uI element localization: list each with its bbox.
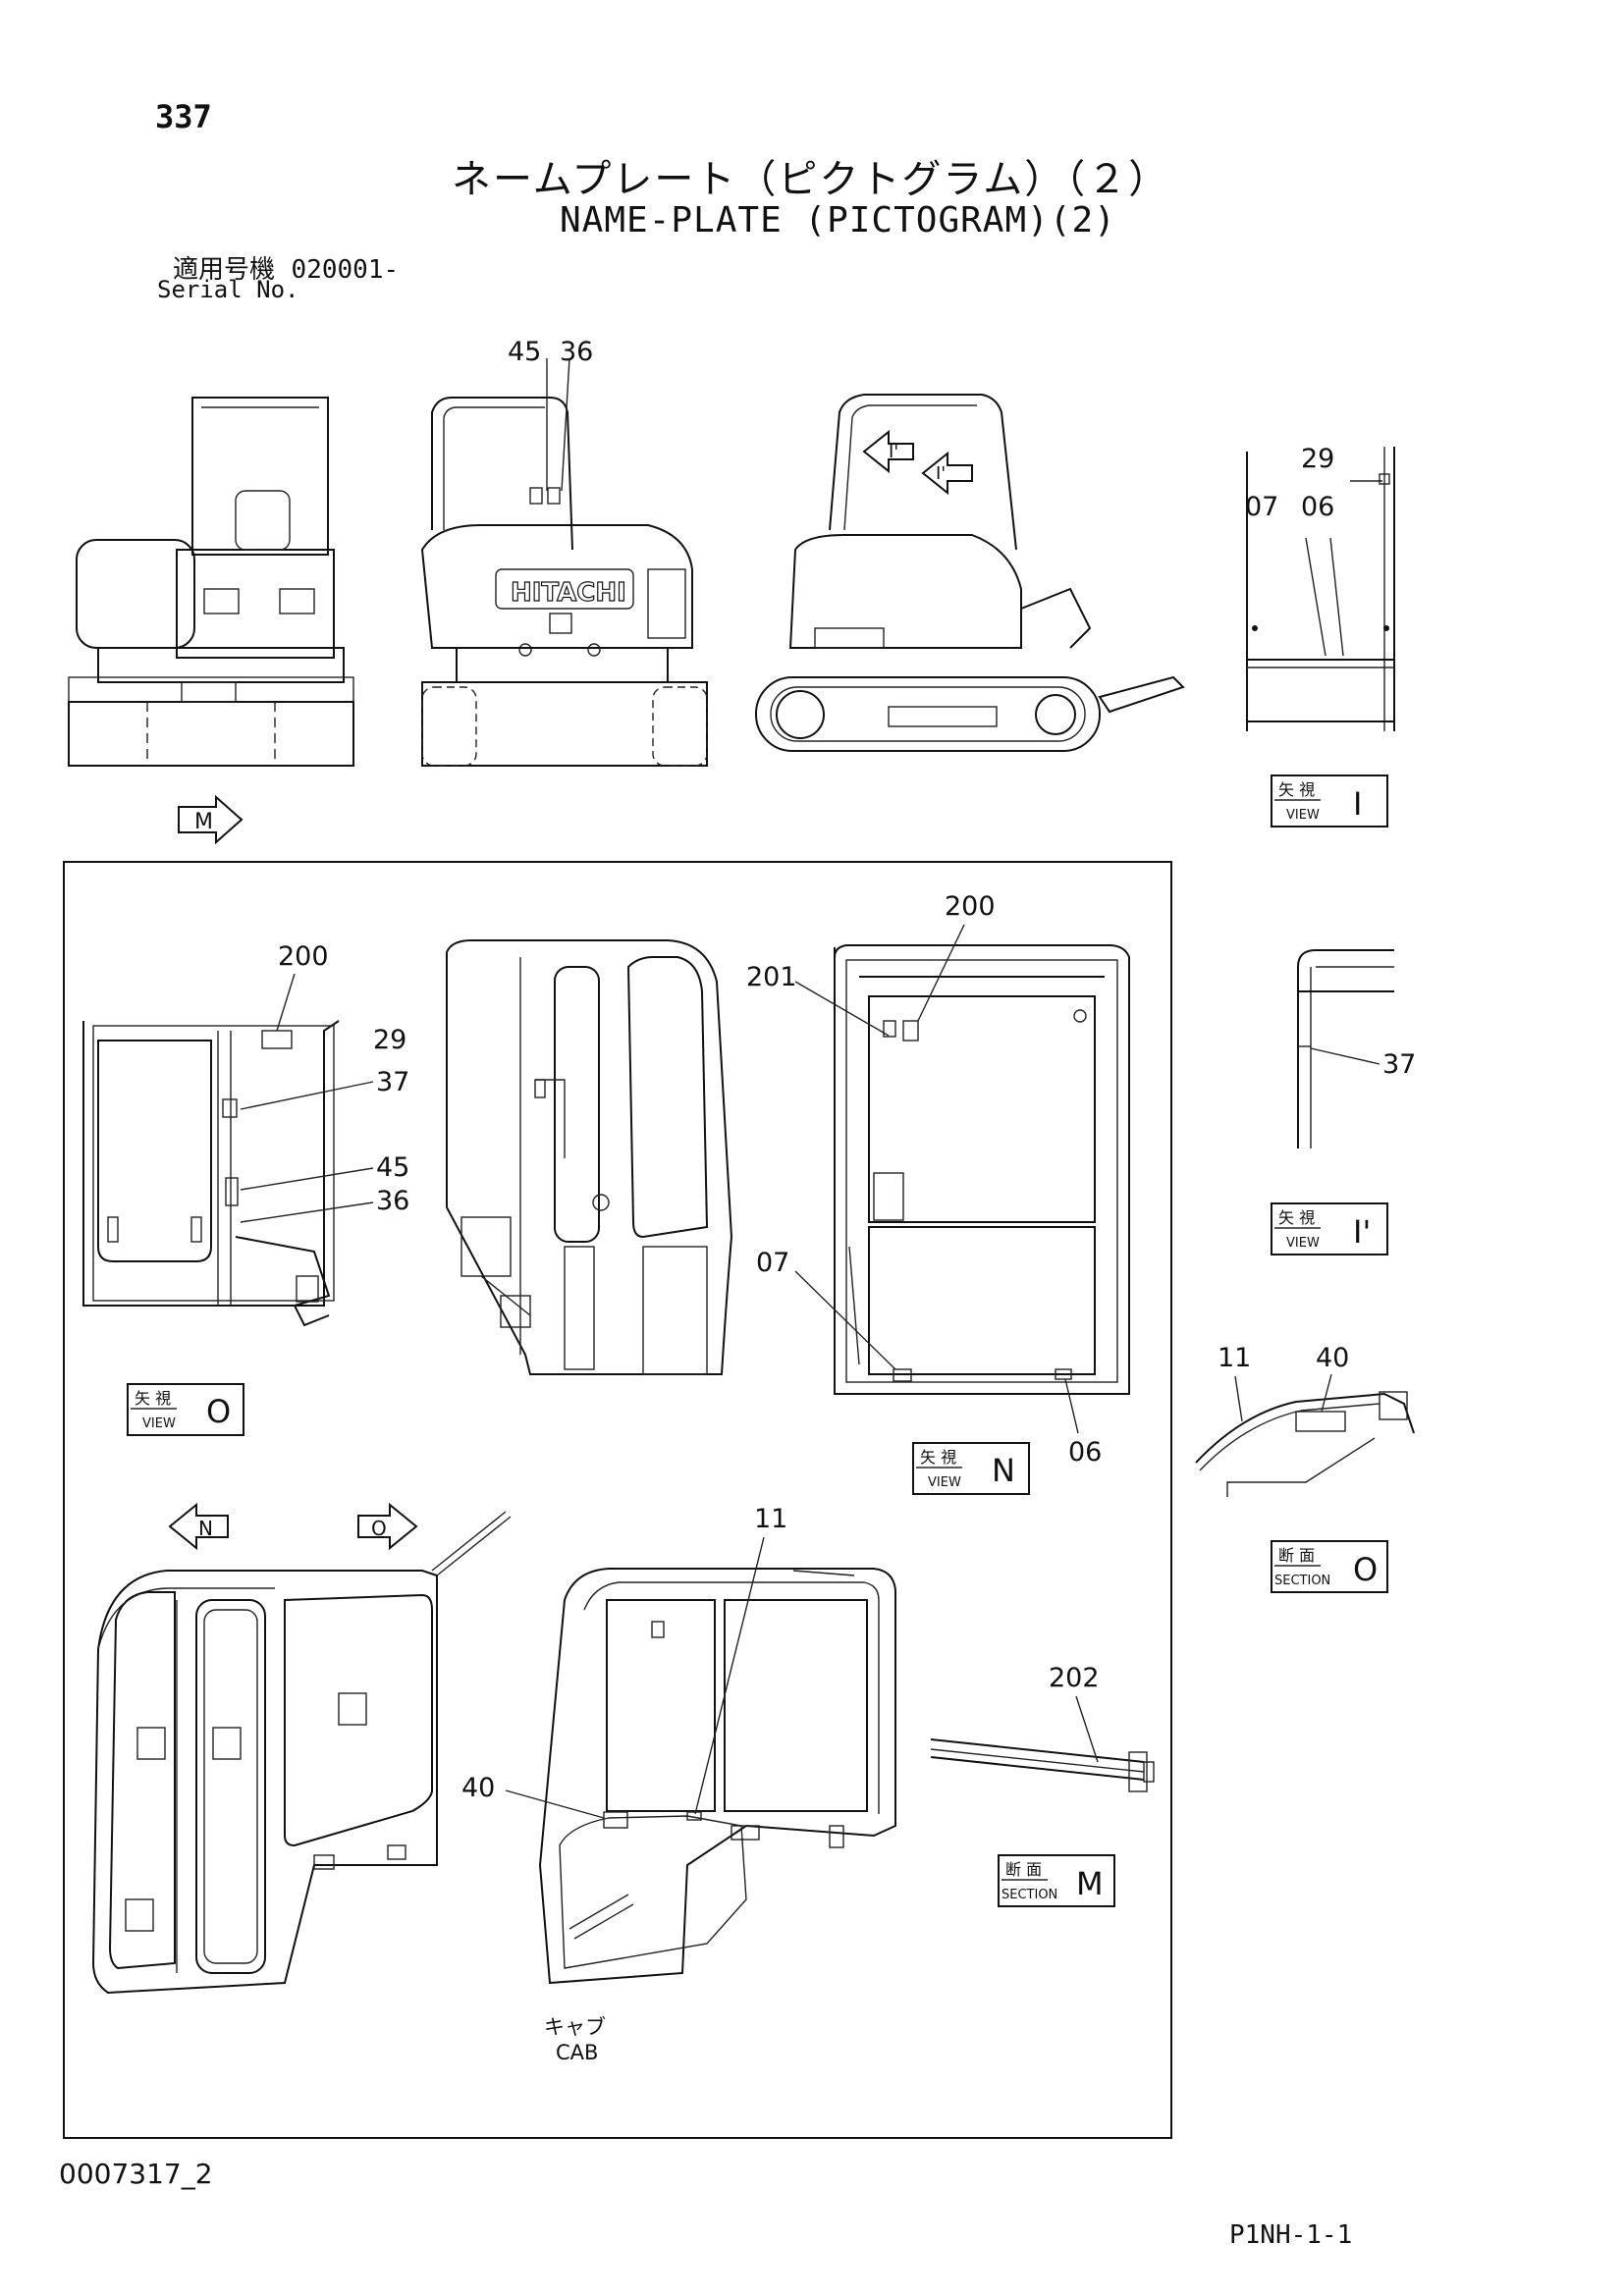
svg-text:矢 視: 矢 視	[135, 1389, 171, 1408]
svg-text:矢 視: 矢 視	[1278, 1208, 1315, 1227]
svg-text:SECTION: SECTION	[1001, 1888, 1057, 1902]
callout-37-view-o: 37	[376, 1067, 409, 1097]
serial-value: 020001-	[291, 255, 400, 285]
svg-text:VIEW: VIEW	[928, 1475, 961, 1490]
svg-text:断 面: 断 面	[1278, 1546, 1315, 1565]
svg-text:M: M	[194, 810, 213, 834]
view-box-o: 矢 視 VIEW O	[127, 1383, 244, 1436]
drawing-code: 0007317_2	[59, 2158, 213, 2190]
title-japanese: ネームプレート（ピクトグラム）（２）	[452, 157, 1170, 202]
cab-caption-ja: キャブ	[544, 2015, 606, 2039]
svg-text:O: O	[1353, 1551, 1378, 1588]
section-box-m: 断 面 SECTION M	[998, 1854, 1115, 1907]
callout-07-view-n: 07	[756, 1248, 789, 1278]
cab-interior-door	[538, 1568, 896, 1985]
cab-caption-en: CAB	[556, 2041, 598, 2064]
callout-07-view-i: 07	[1245, 492, 1278, 522]
callout-40-section-o: 40	[1316, 1343, 1349, 1373]
callout-36-view-o: 36	[376, 1186, 409, 1216]
serial-label-en: Serial No.	[157, 276, 299, 303]
view-o-drawing	[82, 1020, 340, 1327]
svg-text:矢 視: 矢 視	[1278, 780, 1315, 799]
callout-29-view-o: 29	[373, 1025, 406, 1055]
svg-text:VIEW: VIEW	[142, 1416, 176, 1431]
reference-code: P1NH-1-1	[1229, 2220, 1353, 2250]
view-arrow-i-prime-left: I'	[862, 429, 914, 474]
svg-text:O: O	[371, 1517, 387, 1540]
brand-logo-text: HITACHI	[511, 578, 626, 608]
section-box-o: 断 面 SECTION O	[1271, 1540, 1388, 1593]
svg-text:VIEW: VIEW	[1286, 808, 1320, 823]
view-arrow-i-prime-right: I'	[921, 451, 973, 496]
callout-201-view-n: 201	[746, 962, 797, 992]
svg-text:断 面: 断 面	[1005, 1860, 1042, 1879]
svg-text:SECTION: SECTION	[1274, 1574, 1330, 1588]
svg-text:N: N	[198, 1517, 213, 1540]
cab-side-exterior	[446, 939, 733, 1375]
svg-text:矢 視: 矢 視	[920, 1448, 956, 1467]
section-o-detail	[1195, 1391, 1415, 1497]
svg-text:I: I	[1353, 785, 1362, 823]
callout-06-view-i: 06	[1301, 492, 1334, 522]
view-arrow-m: M	[178, 794, 244, 845]
cab-detail-frame	[63, 861, 1172, 2139]
callout-45-view-o: 45	[376, 1152, 409, 1183]
machine-front-view	[68, 397, 354, 767]
machine-rear-view: HITACHI	[420, 357, 708, 767]
svg-text:M: M	[1076, 1865, 1104, 1902]
view-arrow-n: N	[168, 1502, 229, 1551]
svg-text:VIEW: VIEW	[1286, 1236, 1320, 1251]
callout-36-top: 36	[560, 337, 593, 367]
svg-text:I': I'	[1353, 1213, 1371, 1251]
callout-11-cab: 11	[754, 1504, 787, 1534]
serial-line: 適用号機 020001-	[173, 249, 399, 286]
view-box-i: 矢 視 VIEW I	[1271, 774, 1388, 828]
callout-200-view-o: 200	[278, 941, 329, 972]
cab-exterior-left	[91, 1511, 512, 1995]
callout-29-view-i: 29	[1301, 444, 1334, 474]
page-number: 337	[155, 98, 212, 135]
callout-202-section-m: 202	[1049, 1663, 1100, 1693]
svg-text:I': I'	[936, 463, 946, 484]
view-box-i-prime: 矢 視 VIEW I'	[1271, 1202, 1388, 1255]
svg-text:I': I'	[889, 442, 898, 462]
callout-37-view-i-prime: 37	[1382, 1049, 1416, 1080]
view-box-n: 矢 視 VIEW N	[912, 1442, 1030, 1495]
svg-text:O: O	[206, 1393, 231, 1430]
title-english: NAME-PLATE (PICTOGRAM)(2)	[560, 200, 1116, 240]
serial-label-ja: 適用号機	[173, 255, 276, 285]
view-i-prime-detail	[1297, 949, 1394, 1148]
callout-45-top: 45	[508, 337, 541, 367]
section-m-detail	[930, 1738, 1155, 1792]
view-i-detail	[1246, 447, 1395, 731]
svg-text:N: N	[992, 1452, 1015, 1489]
view-n-drawing	[834, 944, 1130, 1395]
callout-11-section-o: 11	[1218, 1343, 1251, 1373]
callout-200-view-n: 200	[945, 891, 996, 922]
view-arrow-o: O	[357, 1502, 418, 1551]
callout-06-view-n: 06	[1068, 1437, 1102, 1468]
callout-40-cab: 40	[461, 1773, 495, 1803]
machine-side-view: I' I'	[755, 394, 1185, 752]
